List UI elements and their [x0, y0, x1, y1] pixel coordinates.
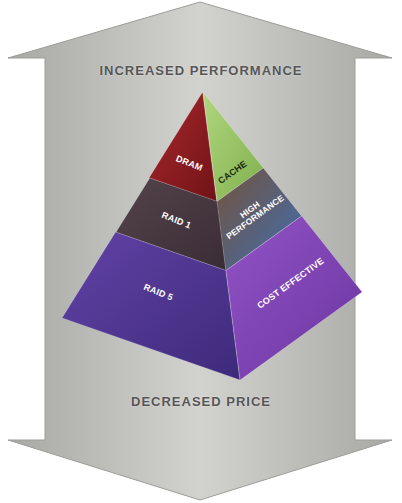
tier-polygon — [226, 216, 362, 380]
raid5-tier: RAID 5 — [62, 232, 240, 380]
tier-polygon — [62, 232, 240, 380]
price-label: DECREASED PRICE — [0, 394, 402, 409]
tier-shape — [226, 216, 362, 380]
tier-shape — [62, 232, 240, 380]
performance-label: INCREASED PERFORMANCE — [0, 63, 402, 78]
cost-effective-tier: COST EFFECTIVE — [226, 216, 362, 380]
